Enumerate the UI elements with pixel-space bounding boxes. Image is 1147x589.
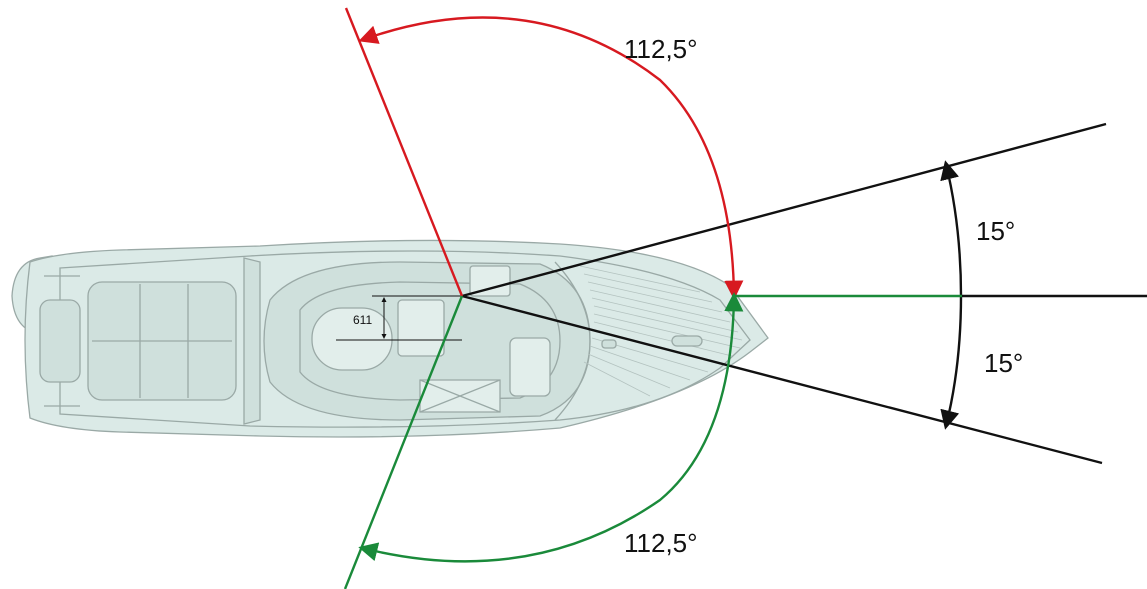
starboard-angle-label: 112,5° (624, 528, 698, 558)
boat-top-view (11, 239, 769, 438)
upper-angle-arc (940, 160, 963, 297)
upper-sector-line (461, 122, 1107, 298)
lower-bow-angle-label: 15° (984, 348, 1023, 378)
starboard-angle-arc (358, 292, 744, 563)
port-sector (344, 7, 744, 300)
height-dimension-label: 611 (353, 313, 372, 327)
port-angle-label: 112,5° (624, 34, 698, 64)
starboard-sector (343, 292, 962, 589)
upper-bow-angle-label: 15° (976, 216, 1015, 246)
lower-angle-arc (940, 295, 963, 430)
port-angle-arc (358, 16, 744, 300)
